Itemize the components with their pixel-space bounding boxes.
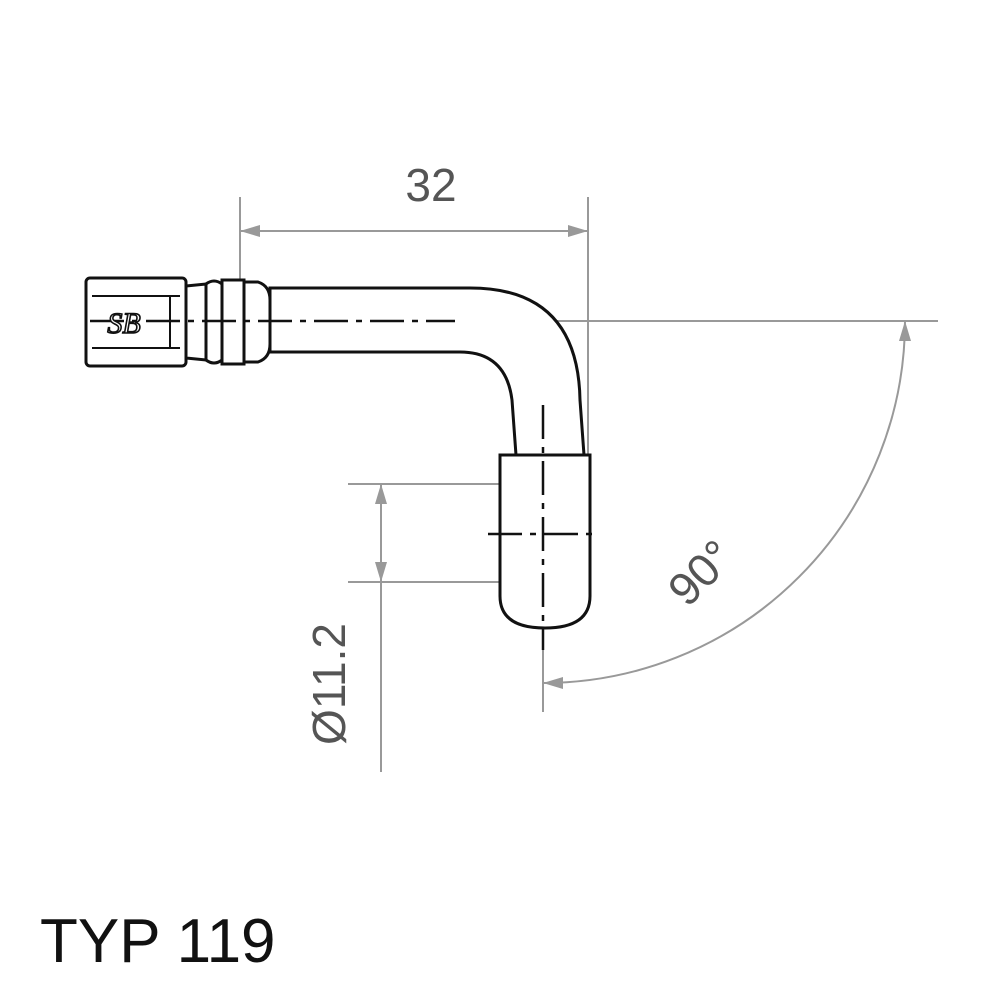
brand-logo: SB [107, 307, 140, 340]
outlet-stem [498, 453, 592, 630]
center-lines [90, 319, 600, 650]
angle-dimension-label: 90° [658, 530, 744, 616]
drawing-title: TYP 119 [40, 907, 276, 976]
valve-body [84, 276, 592, 630]
bent-tube [268, 286, 586, 457]
length-dimension-label: 32 [405, 159, 456, 211]
angle-arc [542, 320, 911, 689]
diameter-dimension-label: Ø11.2 [303, 623, 355, 745]
